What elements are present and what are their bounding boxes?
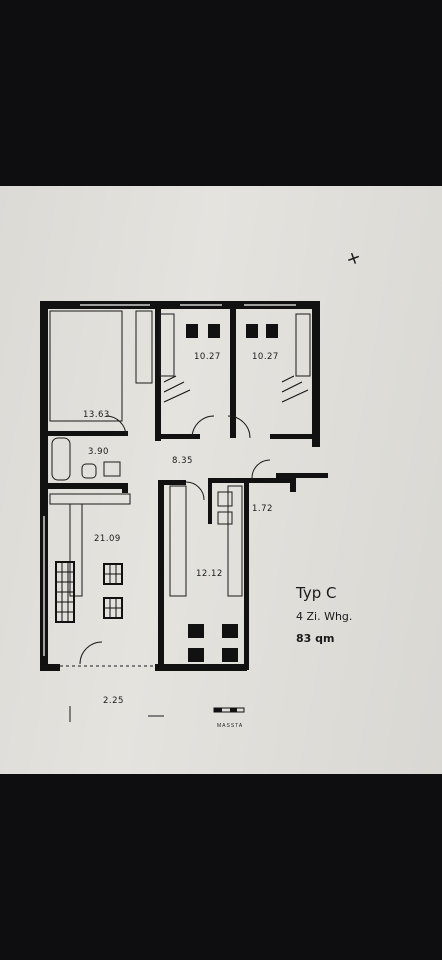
wall-hall-right [276, 473, 328, 478]
wall-bath-stub [122, 483, 128, 493]
wall-rooms-divider [230, 301, 236, 438]
wall-right-upper [312, 301, 320, 447]
sofa [69, 503, 83, 597]
wall-kitchen-left [158, 482, 164, 664]
sink [103, 461, 121, 477]
kitchen-counter-right [227, 485, 243, 597]
door-room-left [191, 415, 215, 439]
kitchen-counter [169, 485, 187, 597]
room-area-hall: 8.35 [172, 456, 193, 466]
wall-bottom-mid [155, 664, 247, 671]
wall-bedroom-bottom [48, 431, 128, 436]
wall-wc-left [208, 482, 212, 524]
door-room-right [227, 415, 251, 439]
apartment-area: 83 qm [296, 632, 335, 645]
wall-kitchen-right [244, 480, 249, 670]
wall-bath-bottom [48, 483, 128, 489]
wardrobe-bedroom [135, 310, 153, 384]
apartment-rooms: 4 Zi. Whg. [296, 610, 353, 623]
windows [43, 304, 296, 656]
floor-plan-drawing [40, 301, 328, 722]
room-window-blocks [186, 324, 278, 662]
door-wc [251, 459, 271, 479]
wall-bottom-left [40, 664, 60, 671]
bathtub [51, 437, 71, 481]
scale-bar [213, 707, 245, 713]
wall-kitchen-top [158, 480, 186, 485]
room-area-room-right: 10.27 [252, 352, 279, 362]
fixtures [49, 310, 311, 722]
scale-label: MASSTA [217, 723, 244, 729]
wall-left [40, 301, 48, 671]
wall-room-left-bottom [160, 434, 200, 439]
door-bedroom [105, 415, 127, 437]
wall-wc-bottom [244, 478, 296, 483]
room-area-kitchen: 12.12 [196, 569, 223, 579]
sofa-back [49, 493, 131, 505]
room-area-bedroom: 13.63 [83, 410, 110, 420]
bed [49, 310, 123, 422]
wc-toilet [217, 491, 233, 507]
wc-sink [217, 511, 233, 525]
wardrobe-room-right [295, 313, 311, 377]
door-kitchen [185, 481, 205, 501]
wall-wc-right [290, 478, 296, 492]
apartment-type: Typ C [296, 584, 337, 602]
room-area-living: 21.09 [94, 534, 121, 544]
floor-plan-photo: + 13.63 10.27 10.27 3.90 8.35 1.72 21.09… [0, 186, 442, 774]
wall-wc-top [208, 478, 244, 483]
room-area-bathroom: 3.90 [88, 447, 109, 457]
door-balcony [79, 641, 103, 665]
toilet [81, 463, 97, 479]
wall-bedroom-right [155, 301, 161, 441]
room-area-room-left: 10.27 [194, 352, 221, 362]
hatching [163, 375, 309, 403]
dining-chairs [55, 561, 123, 623]
wardrobe-room-left [159, 313, 175, 377]
room-area-wc: 1.72 [252, 504, 273, 514]
room-area-balcony: 2.25 [103, 696, 124, 706]
wall-room-right-bottom [270, 434, 320, 439]
